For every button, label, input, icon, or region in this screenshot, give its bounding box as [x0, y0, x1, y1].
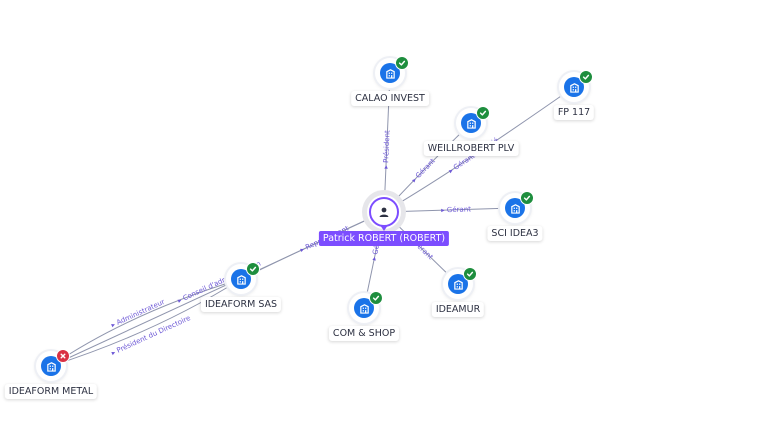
company-label: IDEAFORM SAS — [200, 297, 282, 312]
building-icon — [354, 298, 374, 318]
edge-label: ▸ Gérant — [410, 157, 437, 184]
company-label: SCI IDEA3 — [487, 226, 543, 241]
check-icon — [369, 291, 383, 305]
check-icon — [476, 106, 490, 120]
company-label: COM & SHOP — [328, 326, 400, 341]
building-icon — [505, 198, 525, 218]
company-label: IDEAFORM METAL — [4, 384, 98, 399]
person-label: Patrick ROBERT (ROBERT) — [318, 231, 450, 246]
check-icon — [579, 70, 593, 84]
check-icon — [246, 262, 260, 276]
building-icon — [380, 63, 400, 83]
company-label: CALAO INVEST — [351, 91, 429, 106]
edge-ideaform_sas-ideaform_metal — [50, 278, 242, 367]
building-icon — [564, 77, 584, 97]
edge-label: ▸ Gérant — [441, 205, 471, 214]
building-icon — [231, 269, 251, 289]
building-icon — [41, 356, 61, 376]
company-label: IDEAMUR — [431, 302, 485, 317]
person-icon — [369, 197, 399, 227]
company-label: WEILLROBERT PLV — [423, 141, 519, 156]
check-icon — [520, 191, 534, 205]
check-icon — [463, 267, 477, 281]
check-icon — [395, 56, 409, 70]
edge-label: ▸ Président — [382, 130, 392, 169]
person-pin — [380, 225, 388, 231]
building-icon — [448, 274, 468, 294]
building-icon — [461, 113, 481, 133]
close-icon — [56, 349, 70, 363]
company-label: FP 117 — [553, 105, 595, 120]
edge-ideaform_sas-ideaform_metal — [50, 278, 242, 367]
